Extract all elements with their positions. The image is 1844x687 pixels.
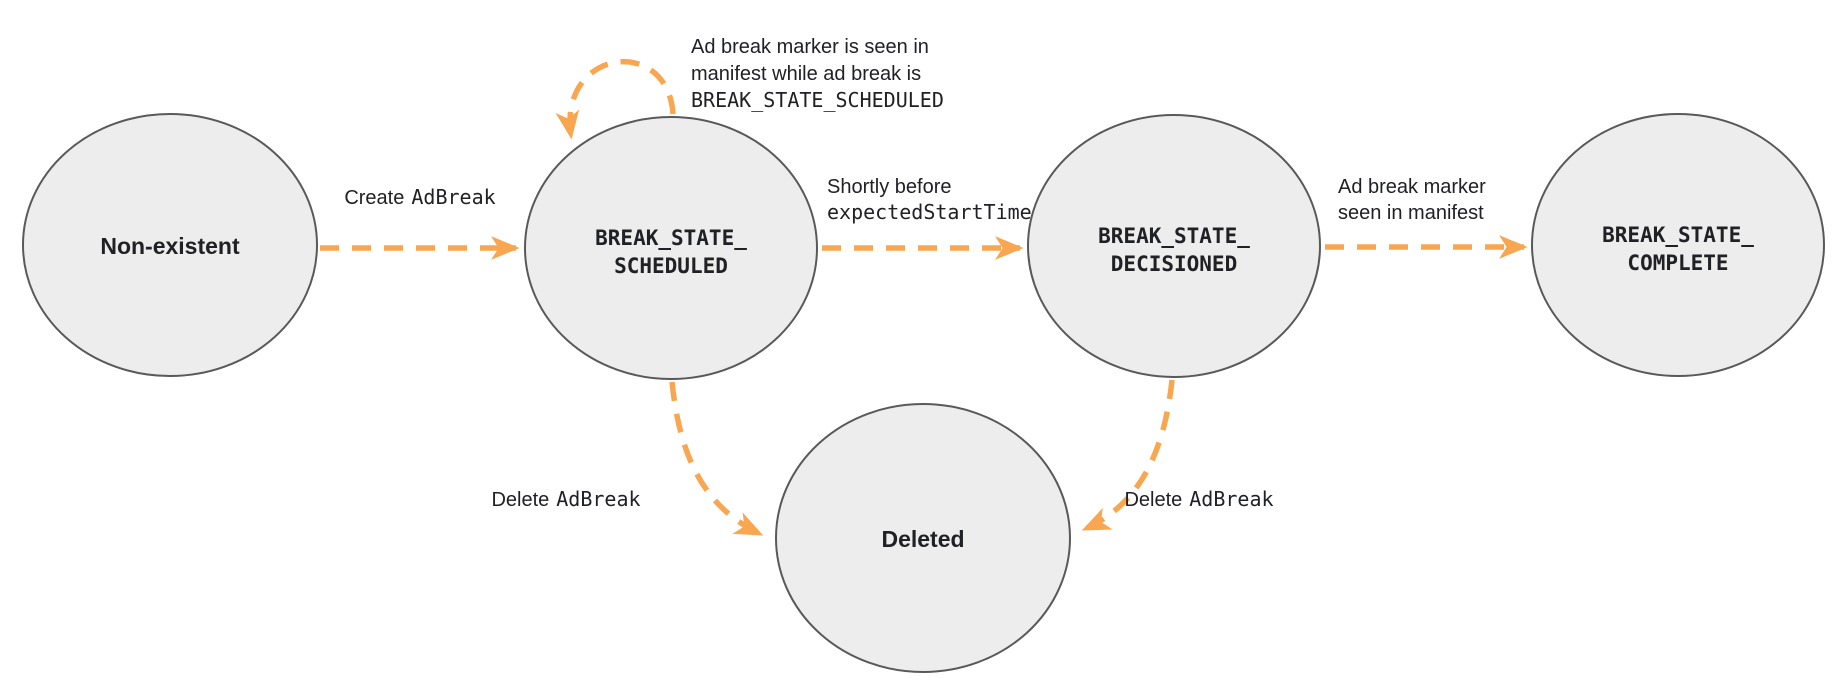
state-break-state-scheduled-circle [524,116,818,380]
state-break-state-decisioned-circle [1027,114,1321,378]
edge-label-marker-seen-line2: seen in manifest [1338,202,1484,224]
edge-label-delete-adbreak-right-code: AdBreak [1189,487,1273,511]
state-break-state-decisioned-label-line2: DECISIONED [1111,252,1237,276]
state-break-state-complete: BREAK_STATE_ COMPLETE [1531,113,1825,377]
state-deleted-label: Deleted [881,526,964,552]
state-deleted-circle [775,403,1071,673]
edge-label-self-loop-line3: BREAK_STATE_SCHEDULED [691,88,944,112]
edge-label-shortly-before: Shortly before [827,176,952,198]
edge-label-expected-start-time: expectedStartTime [827,200,1032,224]
state-break-state-scheduled: BREAK_STATE_ SCHEDULED [524,116,818,380]
edge-label-create-adbreak-code: AdBreak [411,185,495,209]
edge-label-delete-adbreak-right-plain: Delete [1124,489,1182,511]
state-break-state-complete-label-line1: BREAK_STATE_ [1602,223,1754,247]
edge-label-self-loop-line1: Ad break marker is seen in [691,36,929,58]
state-deleted: Deleted [775,403,1071,673]
state-break-state-decisioned: BREAK_STATE_ DECISIONED [1027,114,1321,378]
edges [320,59,1528,537]
edge-label-delete-adbreak-left-plain: Delete [491,489,549,511]
edge-decisioned-to-deleted [1081,379,1175,532]
state-break-state-scheduled-label-line2: SCHEDULED [614,254,728,278]
edge-label-self-loop-line2: manifest while ad break is [691,63,921,85]
state-non-existent-label: Non-existent [100,233,240,259]
edge-label-delete-adbreak-left: Delete AdBreak [491,487,640,511]
edge-label-create-adbreak-plain: Create [344,187,404,209]
state-break-state-complete-label-line2: COMPLETE [1627,251,1728,275]
edge-label-delete-adbreak-left-code: AdBreak [556,487,640,511]
edge-label-delete-adbreak-right: Delete AdBreak [1124,487,1273,511]
edge-label-create-adbreak: Create AdBreak [344,185,495,209]
state-non-existent: Non-existent [22,113,318,377]
state-break-state-decisioned-label-line1: BREAK_STATE_ [1098,224,1250,248]
edge-scheduled-to-deleted [669,381,764,537]
state-break-state-scheduled-label-line1: BREAK_STATE_ [595,226,747,250]
edge-label-marker-seen-line1: Ad break marker [1338,176,1486,198]
state-non-existent-circle [22,113,318,377]
state-break-state-complete-circle [1531,113,1825,377]
